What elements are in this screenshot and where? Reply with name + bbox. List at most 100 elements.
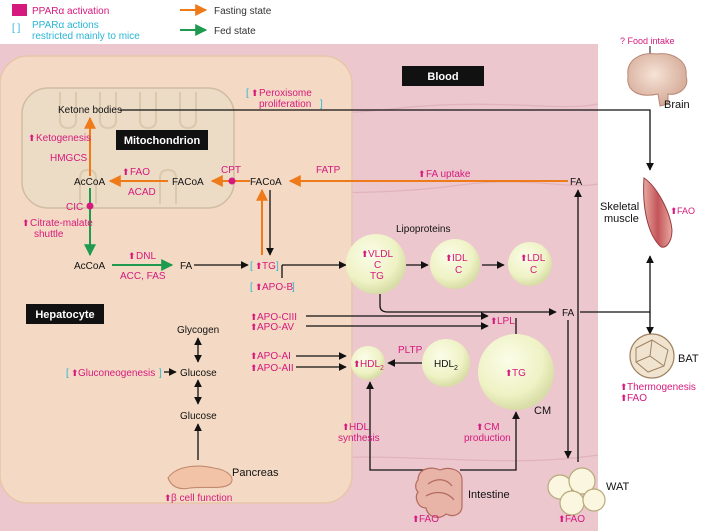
hdl-particle xyxy=(351,346,385,380)
apob-glyph: ⬆ xyxy=(255,282,263,292)
intestine-to-hdl-arrow xyxy=(366,381,430,471)
bat-fao-label: FAO xyxy=(627,393,647,404)
cm-prod-line2: production xyxy=(464,433,511,444)
gluconeogenesis-label: Gluconeogenesis xyxy=(78,368,155,379)
blood-box-label: Blood xyxy=(427,71,458,83)
tg-liver-close: ] xyxy=(276,261,279,272)
fa-uptake-glyph: ⬆ xyxy=(418,169,426,179)
apo-ai-glyph: ⬆ xyxy=(250,351,258,361)
skeletal-fao-label: FAO xyxy=(677,206,695,216)
beta-cell-label: β cell function xyxy=(171,493,232,504)
thermogenesis-glyph: ⬆ xyxy=(620,382,628,392)
bat-label: BAT xyxy=(678,353,699,365)
peroxisome-glyph: ⬆ xyxy=(251,88,259,98)
tg-liver-label: TG xyxy=(262,261,276,272)
glucose-mid: Glucose xyxy=(180,368,217,379)
cm-particle xyxy=(478,334,554,410)
apo-aii-label: APO-AII xyxy=(257,363,294,374)
gluconeogenesis-open: [ xyxy=(66,368,69,379)
ketone-bodies: Ketone bodies xyxy=(58,105,122,116)
hdl-synth-line2: synthesis xyxy=(338,433,380,444)
apo-aii-glyph: ⬆ xyxy=(250,363,258,373)
lpl-glyph: ⬆ xyxy=(490,316,498,326)
peroxisome-close: ] xyxy=(320,99,323,110)
idl-label: IDL xyxy=(452,253,468,264)
glycogen: Glycogen xyxy=(177,325,219,336)
apo-av-glyph: ⬆ xyxy=(250,322,258,332)
legend-fasting: Fasting state xyxy=(214,6,272,17)
food-intake-label: ? Food intake xyxy=(620,36,675,46)
vldl-c-label: C xyxy=(374,260,381,271)
accoa-cyto: AcCoA xyxy=(74,261,105,272)
thermogenesis-label: Thermogenesis xyxy=(627,382,696,393)
hmgcs-label: HMGCS xyxy=(50,153,88,164)
bat-fao-glyph: ⬆ xyxy=(620,393,628,403)
hepatocyte-box xyxy=(26,304,104,324)
lipoproteins-title: Lipoproteins xyxy=(396,224,450,235)
hdl-glyph: ⬆ xyxy=(353,359,361,369)
cm-tg-label: TG xyxy=(512,368,526,379)
pltp-label: PLTP xyxy=(398,345,423,356)
mitochondrion-box-label: Mitochondrion xyxy=(124,135,201,147)
acad-label: ACAD xyxy=(128,187,156,198)
fa-mid: FA xyxy=(562,308,575,319)
citrate-line1: Citrate-malate xyxy=(30,218,93,229)
wat-image xyxy=(547,467,606,516)
legend-fed: Fed state xyxy=(214,26,256,37)
apob-open: [ xyxy=(250,282,253,293)
vldl-particle xyxy=(346,234,406,294)
cic-label: CIC xyxy=(66,202,83,213)
pancreas-image xyxy=(167,465,233,490)
ketone-export-arrow xyxy=(120,109,654,171)
hdl-sub: 2 xyxy=(380,365,384,372)
accoa-mito: AcCoA xyxy=(74,177,105,188)
hdl2-label: HDL xyxy=(434,359,454,370)
idl-glyph: ⬆ xyxy=(445,253,453,263)
dnl-label: DNL xyxy=(136,251,156,262)
bat-image xyxy=(629,333,675,379)
intestine-to-cm-arrow xyxy=(460,411,520,471)
idl-c-label: C xyxy=(455,265,462,276)
apo-av-label: APO-AV xyxy=(257,322,294,333)
vldl-label: VLDL xyxy=(368,249,393,260)
vldl-to-fa-arrow xyxy=(379,294,557,316)
skeletal-line1: Skeletal xyxy=(600,201,639,213)
fa-blood: FA xyxy=(570,177,583,188)
apob-close: ] xyxy=(292,282,295,293)
peroxisome-open: [ xyxy=(246,88,249,99)
tg-liver-open: [ xyxy=(250,261,253,272)
lpl-label: LPL xyxy=(497,316,515,327)
blood-texture xyxy=(0,103,599,462)
cpt-label: CPT xyxy=(221,165,241,176)
peroxisome-line1: Peroxisome xyxy=(259,88,312,99)
mitochondrion-cristae xyxy=(59,92,197,204)
legend-mice-bracket: [ ] xyxy=(12,23,21,34)
intestine-fao-label: FAO xyxy=(419,514,439,525)
intestine-label: Intestine xyxy=(468,489,510,501)
brain-image xyxy=(627,53,688,107)
citrate-line2: shuttle xyxy=(34,229,64,240)
ketogenesis-arrow-glyph: ⬆ xyxy=(28,133,36,143)
blood-box xyxy=(402,66,484,86)
hdl-label: HDL xyxy=(360,359,380,370)
intestine-image xyxy=(415,467,463,518)
vldl-glyph: ⬆ xyxy=(361,249,369,259)
pancreas-label: Pancreas xyxy=(232,467,279,479)
fao-mito-glyph: ⬆ xyxy=(122,167,130,177)
cm-tg-glyph: ⬆ xyxy=(505,368,513,378)
hdl2-particle xyxy=(422,339,470,387)
apo-ciii-glyph: ⬆ xyxy=(250,312,258,322)
legend-mice-line1: PPARα actions xyxy=(32,20,99,31)
vldl-tg-label: TG xyxy=(370,271,384,282)
skeletal-line2: muscle xyxy=(604,213,639,225)
hdl-synth-line1: HDL xyxy=(349,422,369,433)
fa-cyto: FA xyxy=(180,261,193,272)
fatp-label: FATP xyxy=(316,165,341,176)
wat-fao-glyph: ⬆ xyxy=(558,514,566,524)
glucose-low: Glucose xyxy=(180,411,217,422)
fao-mito-label: FAO xyxy=(130,167,150,178)
cpt-node xyxy=(228,177,236,185)
beta-cell-glyph: ⬆ xyxy=(164,493,172,503)
facoa-mito: FACoA xyxy=(172,177,204,188)
